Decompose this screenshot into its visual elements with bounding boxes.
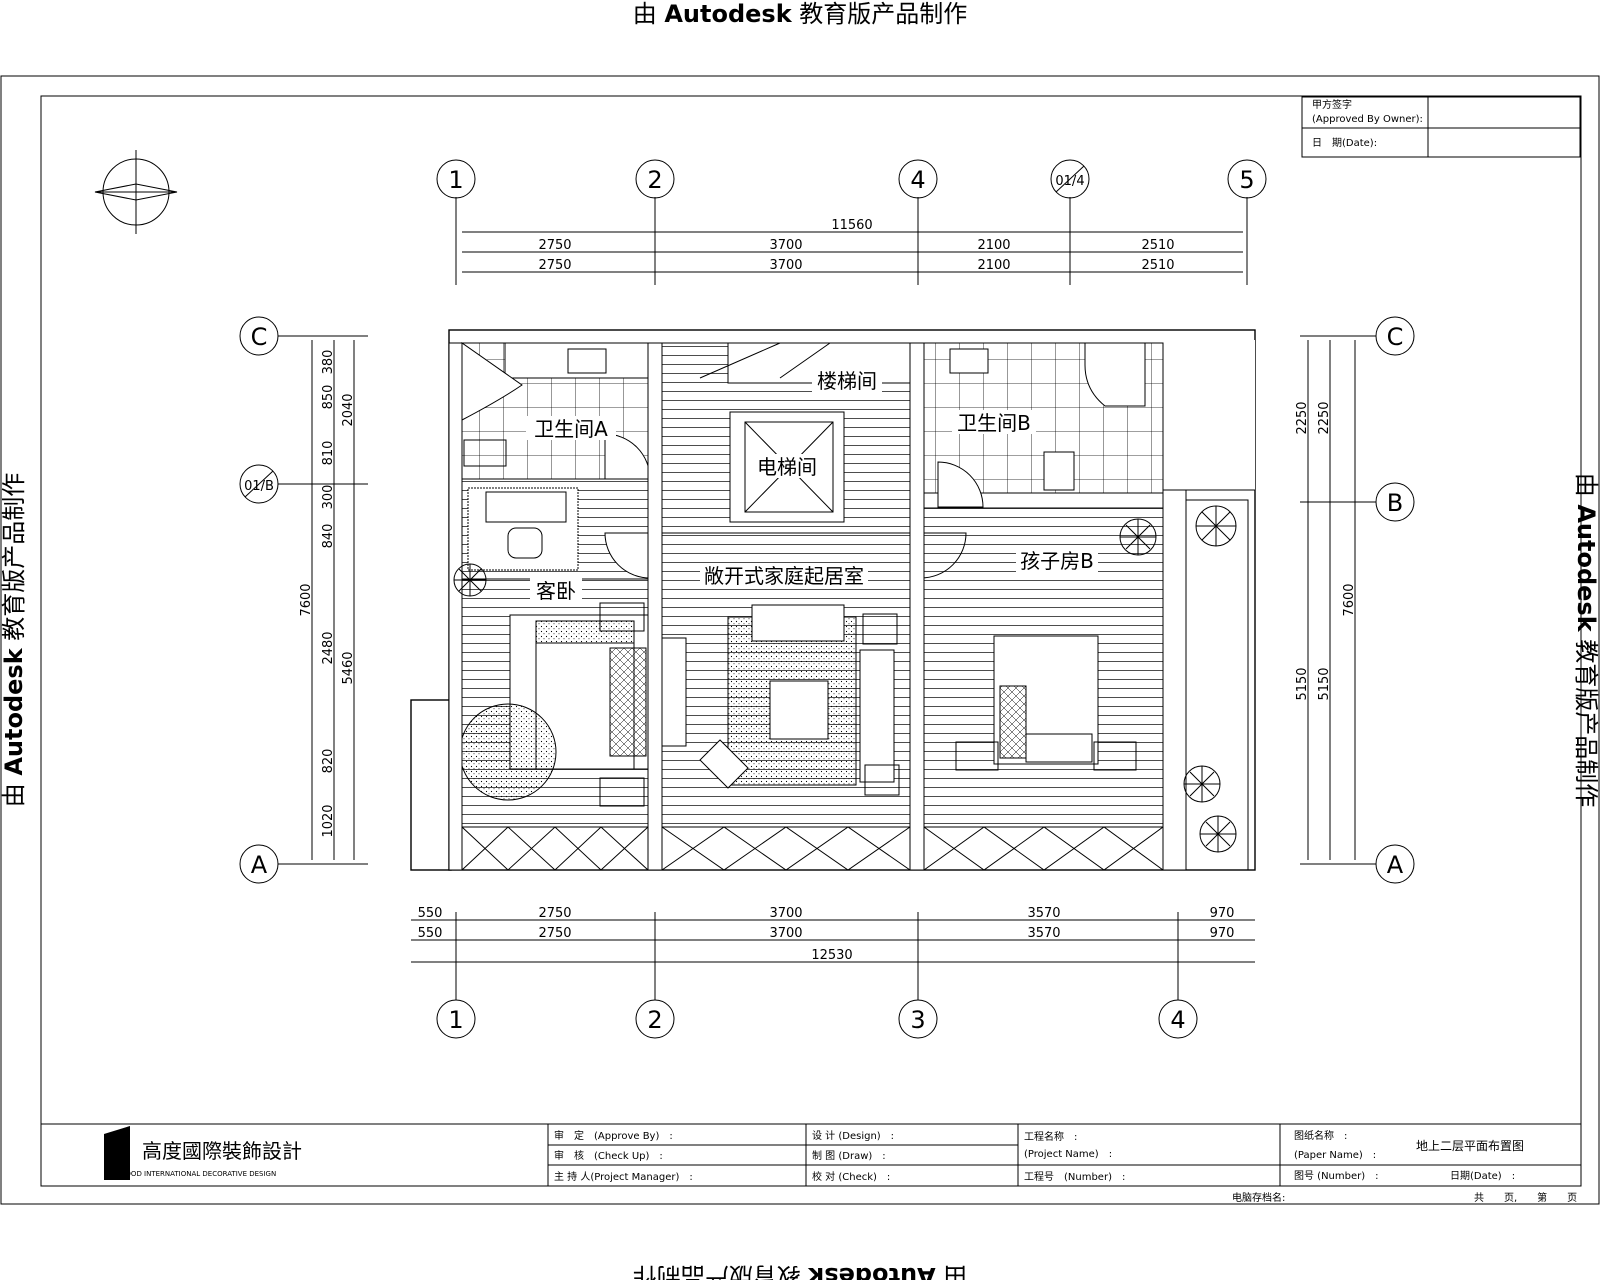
svg-text:12530: 12530 <box>811 948 852 963</box>
room-label-stair: 楼梯间 <box>817 369 877 393</box>
svg-text:B: B <box>1387 489 1403 517</box>
svg-text:C: C <box>251 323 268 351</box>
svg-text:2480: 2480 <box>321 631 336 664</box>
svg-text:2: 2 <box>647 1006 662 1034</box>
inner-frame <box>40 95 1582 1187</box>
svg-text:7600: 7600 <box>1342 583 1357 616</box>
svg-text:(Project Name) :: (Project Name) : <box>1024 1149 1112 1160</box>
company-name: 高度國際裝飾設計 <box>142 1139 302 1163</box>
svg-text:550: 550 <box>418 926 443 941</box>
room-label-living: 敞开式家庭起居室 <box>704 564 864 588</box>
svg-text:11560: 11560 <box>831 218 872 233</box>
bottom-dimensions: 550 2750 3700 3570 970 550 2750 3700 357… <box>411 906 1255 963</box>
svg-text:主 持 人(Project Manager) :: 主 持 人(Project Manager) : <box>554 1170 693 1183</box>
svg-text:2750: 2750 <box>538 258 571 273</box>
title-block: 高度國際裝飾設計 GOOD INTERNATIONAL DECORATIVE D… <box>41 1123 1581 1204</box>
svg-text:工程号 (Number) :: 工程号 (Number) : <box>1024 1171 1125 1183</box>
svg-text:2750: 2750 <box>538 906 571 921</box>
svg-text:2250: 2250 <box>1295 401 1310 434</box>
approval-box: 甲方签字 (Approved By Owner): 日 期(Date): <box>1301 96 1581 158</box>
paper-name-value: 地上二层平面布置图 <box>1416 1139 1524 1153</box>
svg-text:820: 820 <box>321 749 336 774</box>
svg-text:2250: 2250 <box>1317 401 1332 434</box>
axis-label: 5 <box>1239 166 1254 194</box>
svg-text:(Paper Name) :: (Paper Name) : <box>1294 1150 1376 1161</box>
axis-label: 2 <box>647 166 662 194</box>
svg-text:850: 850 <box>321 385 336 410</box>
svg-text:A: A <box>1387 851 1404 879</box>
svg-text:4: 4 <box>1170 1006 1185 1034</box>
svg-text:840: 840 <box>321 524 336 549</box>
room-label-bath-b: 卫生间B <box>957 411 1031 435</box>
plant-icon <box>453 505 1237 853</box>
floor-plan: 卫生间A 楼梯间 电梯间 卫生间B 敞开式家庭起居室 客卧 孩子房B <box>410 329 1256 871</box>
company-name-en: GOOD INTERNATIONAL DECORATIVE DESIGN <box>120 1170 276 1178</box>
svg-text:2510: 2510 <box>1141 258 1174 273</box>
svg-text:C: C <box>1387 323 1404 351</box>
svg-text:1: 1 <box>448 1006 463 1034</box>
svg-text:3570: 3570 <box>1027 906 1060 921</box>
svg-text:图号 (Number) :: 图号 (Number) : <box>1294 1170 1379 1182</box>
outer-frame <box>0 75 1600 1205</box>
watermark-bottom: 由 Autodesk 教育版产品制作 <box>633 1262 968 1280</box>
right-axis-markers: C B A <box>1300 316 1415 884</box>
svg-text:校 对 (Check) :: 校 对 (Check) : <box>812 1170 890 1183</box>
svg-text:2100: 2100 <box>977 238 1010 253</box>
right-dimensions: 2250 5150 2250 5150 7600 <box>1295 340 1357 860</box>
watermark-top: 由 Autodesk 教育版产品制作 <box>633 0 968 28</box>
axis-label: 1 <box>448 166 463 194</box>
svg-text:7600: 7600 <box>299 583 314 616</box>
svg-text:3570: 3570 <box>1027 926 1060 941</box>
svg-text:2100: 2100 <box>977 258 1010 273</box>
axis-label: 01/4 <box>1055 174 1084 189</box>
svg-text:2750: 2750 <box>538 238 571 253</box>
svg-text:(Approved By Owner):: (Approved By Owner): <box>1312 114 1423 125</box>
svg-text:970: 970 <box>1210 906 1235 921</box>
left-dimensions: 380 850 810 300 840 2480 820 1020 2040 5… <box>299 340 356 860</box>
svg-text:3: 3 <box>910 1006 925 1034</box>
svg-text:550: 550 <box>418 906 443 921</box>
svg-text:5150: 5150 <box>1295 667 1310 700</box>
svg-text:970: 970 <box>1210 926 1235 941</box>
svg-text:3700: 3700 <box>769 926 802 941</box>
svg-text:1020: 1020 <box>321 804 336 837</box>
watermark-right: 由 Autodesk 教育版产品制作 <box>1572 473 1600 808</box>
svg-text:300: 300 <box>321 485 336 510</box>
room-label-bath-a: 卫生间A <box>534 417 608 441</box>
svg-text:2750: 2750 <box>538 926 571 941</box>
svg-text:01/B: 01/B <box>244 479 274 494</box>
svg-text:3700: 3700 <box>769 906 802 921</box>
room-label-guest: 客卧 <box>536 579 576 603</box>
svg-text:共 页, 第 页: 共 页, 第 页 <box>1474 1191 1577 1204</box>
svg-text:A: A <box>251 851 268 879</box>
svg-text:3700: 3700 <box>769 238 802 253</box>
top-dimensions: 11560 2750 3700 2100 2510 2750 3700 2100… <box>462 218 1243 273</box>
svg-text:5150: 5150 <box>1317 667 1332 700</box>
svg-text:5460: 5460 <box>341 651 356 684</box>
watermark-left: 由 Autodesk 教育版产品制作 <box>0 473 28 808</box>
svg-text:2510: 2510 <box>1141 238 1174 253</box>
svg-text:810: 810 <box>321 441 336 466</box>
svg-text:2040: 2040 <box>341 393 356 426</box>
left-axis-markers: C 01/B A <box>239 316 368 884</box>
svg-text:工程名称 :: 工程名称 : <box>1024 1130 1077 1143</box>
bottom-axis-markers: 1 2 3 4 <box>436 912 1198 1039</box>
axis-label: 4 <box>910 166 925 194</box>
svg-text:380: 380 <box>321 350 336 375</box>
svg-text:审 定 (Approve By) :: 审 定 (Approve By) : <box>554 1129 673 1142</box>
svg-text:设 计 (Design) :: 设 计 (Design) : <box>812 1129 894 1142</box>
svg-text:甲方签字: 甲方签字 <box>1312 98 1352 111</box>
room-label-elevator: 电梯间 <box>757 455 817 479</box>
room-label-child: 孩子房B <box>1020 549 1094 573</box>
svg-text:图纸名称 :: 图纸名称 : <box>1294 1129 1347 1142</box>
top-axis-markers: 1 2 4 01/4 5 <box>436 159 1267 285</box>
svg-text:审 核 (Check Up) :: 审 核 (Check Up) : <box>554 1149 663 1162</box>
north-arrow-icon <box>94 150 178 234</box>
svg-text:电脑存档名:: 电脑存档名: <box>1232 1191 1285 1204</box>
svg-text:日 期(Date):: 日 期(Date): <box>1312 137 1377 149</box>
svg-text:3700: 3700 <box>769 258 802 273</box>
svg-text:日期(Date) :: 日期(Date) : <box>1450 1170 1515 1182</box>
svg-text:制 图 (Draw) :: 制 图 (Draw) : <box>812 1149 886 1162</box>
